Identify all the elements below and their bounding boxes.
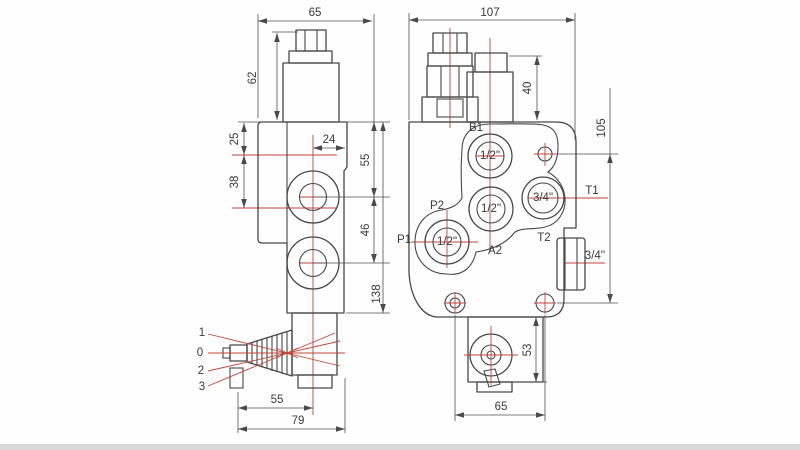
- label-b1: B1: [469, 122, 483, 134]
- relief-valve-screw: [421, 32, 479, 123]
- label-a2: A2: [488, 245, 502, 257]
- dim-hole-span-vertical: 105: [596, 118, 608, 137]
- dim-top-to-first-port: 55: [360, 154, 372, 167]
- port-labels: B1 P2 P1 A2 T1 T2 1/2" 1/2" 1/2" 3/4" 3/…: [397, 122, 605, 262]
- dim-front-width: 107: [480, 7, 499, 19]
- dim-port-spacing: 46: [360, 224, 372, 237]
- lever-clevis: [483, 368, 501, 388]
- dim-center-to-edge: 24: [323, 134, 336, 146]
- dim-hole-span-horizontal: 65: [495, 401, 508, 413]
- lever-position-labels: 1 0 2 3: [197, 327, 205, 393]
- port-size-p: 1/2": [437, 236, 457, 248]
- port-size-side-plug: 3/4'': [585, 250, 605, 262]
- lever-down-position: [229, 367, 244, 389]
- lever-position-lines: [207, 332, 345, 387]
- port-t1: [521, 176, 565, 220]
- dim-cap-height: 62: [247, 72, 259, 85]
- port-size-t1: 3/4": [533, 192, 553, 204]
- dim-lever-overall: 79: [292, 415, 305, 427]
- dim-lever-to-center: 55: [271, 394, 284, 406]
- footer-strip: [0, 444, 800, 450]
- lever-assembly: [222, 329, 293, 389]
- locating-hole: [534, 143, 556, 166]
- front-lever-housing: [464, 316, 544, 393]
- port-size-b1: 1/2": [480, 150, 500, 162]
- label-t1: T1: [585, 185, 598, 197]
- side-port-plug: [556, 237, 586, 291]
- mounting-hole-left: [444, 292, 466, 314]
- label-p2: P2: [430, 200, 444, 212]
- mounting-hole-right: [534, 292, 556, 314]
- lever-label-0: 0: [197, 347, 203, 359]
- dim-plug-height: 40: [522, 82, 534, 95]
- dim-flange-top-offset: 25: [229, 133, 241, 146]
- front-view-body: [408, 121, 577, 318]
- side-view-cap: [282, 29, 340, 123]
- dim-body-height: 138: [371, 284, 383, 303]
- lever-label-3: 3: [199, 381, 205, 393]
- dim-lever-housing-height: 53: [522, 344, 534, 357]
- front-view-centerlines: [411, 28, 608, 268]
- front-view-dimensions: 107 40 105 53 65: [408, 7, 618, 421]
- label-p1: P1: [397, 234, 411, 246]
- label-t2: T2: [537, 232, 550, 244]
- port-size-a2: 1/2": [481, 203, 501, 215]
- port-pad-outline: [414, 123, 566, 275]
- side-view-body: [257, 121, 348, 314]
- port-b1: [467, 133, 513, 179]
- port-p: [424, 219, 470, 265]
- lever-label-1: 1: [199, 327, 205, 339]
- front-view: B1 P2 P1 A2 T1 T2 1/2" 1/2" 1/2" 3/4" 3/…: [397, 7, 618, 421]
- dim-side-width: 65: [309, 7, 322, 19]
- side-view-dimensions: 65 62 25 38 24 55 46 138: [229, 7, 390, 433]
- dim-flange-port-offset: 38: [229, 176, 241, 189]
- side-view: 1 0 2 3 65 62 25 38 24: [197, 7, 390, 433]
- port-a2: [468, 186, 514, 232]
- lever-label-2: 2: [198, 365, 204, 377]
